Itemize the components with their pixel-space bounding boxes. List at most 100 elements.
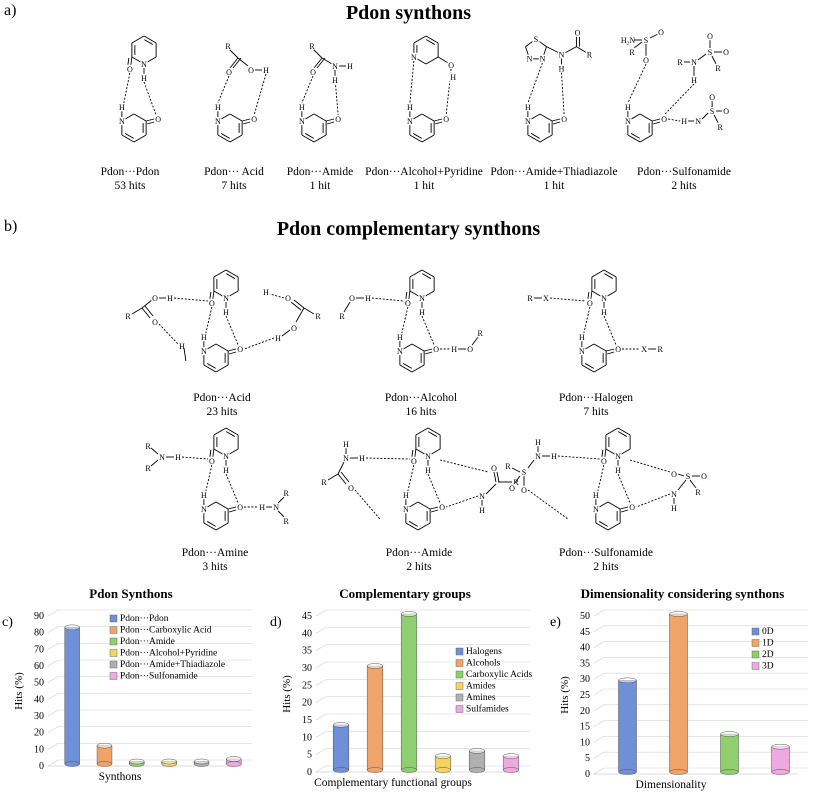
bond [143, 35, 157, 44]
bond [649, 33, 659, 39]
atom-bg [262, 65, 270, 75]
bond [603, 269, 617, 278]
atom-bg [118, 102, 126, 112]
hydrogen-bond [439, 459, 489, 473]
atom-label: H [259, 503, 265, 512]
atom-label: H [332, 76, 338, 85]
gridline-side [315, 713, 327, 721]
atom-bg [642, 35, 650, 45]
hydrogen-bond [334, 77, 339, 116]
atom-label: H [343, 440, 349, 449]
atom-label: O [152, 294, 158, 303]
legend-swatch [455, 670, 464, 679]
atom-bg [334, 114, 342, 124]
atom-bg [656, 344, 664, 354]
y-tick-label: 20 [34, 728, 44, 739]
atom-label: O [723, 48, 729, 57]
bond [281, 329, 291, 337]
atom-label: H [407, 103, 413, 112]
atom-label: N [407, 117, 413, 126]
atom-label: H [525, 103, 531, 112]
atom-label: O [671, 470, 677, 479]
atom-bg [347, 483, 355, 493]
atom-label: R [315, 312, 321, 321]
atom-bg [592, 490, 600, 500]
bond [630, 133, 640, 139]
atom-bg [222, 293, 230, 303]
atom-bg [406, 102, 414, 112]
bond [598, 521, 608, 527]
bar [434, 753, 452, 773]
bond [215, 522, 229, 531]
bond [133, 134, 147, 143]
hydrogen-bond [243, 337, 275, 350]
legend-label: 2D [762, 650, 774, 660]
legend-swatch [455, 659, 464, 667]
bond [212, 448, 215, 458]
gridline-side [315, 765, 327, 773]
atom-bg [490, 463, 498, 473]
atom-label: N [201, 505, 207, 514]
bond [417, 522, 431, 531]
bar [618, 677, 637, 775]
atom-bg [716, 122, 724, 132]
atom-bg [694, 487, 702, 497]
atom-bg [140, 59, 148, 69]
atom-bg [722, 106, 730, 116]
hydrogen-bond [269, 293, 285, 299]
hydrogen-bond [597, 464, 605, 492]
atom-label: H [263, 66, 269, 75]
atom-bg [314, 311, 322, 321]
hydrogen-bond [401, 306, 409, 334]
atom-bg [284, 293, 292, 303]
hydrogen-bond [583, 306, 591, 334]
atom-bg [573, 28, 582, 37]
atom-bg [684, 471, 692, 481]
bond [408, 521, 418, 527]
atom-bg [274, 333, 282, 343]
atom-bg [600, 293, 608, 303]
atom-label: N [223, 452, 229, 461]
atom-label: O [467, 345, 473, 354]
bond [229, 113, 243, 122]
gridline-side [315, 644, 327, 651]
gridline-side [315, 661, 327, 669]
hydrogen-bond [627, 63, 647, 104]
hydrogen-bond [617, 473, 631, 504]
atom-bg [578, 332, 586, 342]
bond [203, 522, 217, 531]
bond [576, 46, 587, 53]
y-tick-label: 50 [34, 678, 44, 689]
atom-bg [466, 344, 474, 354]
atom-bg [560, 114, 568, 124]
gridline-side [593, 641, 605, 648]
atom-bg [600, 456, 608, 466]
bond [590, 290, 593, 300]
hydrogen-bond [225, 315, 239, 346]
bond [183, 347, 187, 362]
legend-label: 3D [762, 662, 774, 672]
y-tick-label: 40 [34, 694, 44, 705]
bond [277, 510, 285, 518]
bond [711, 55, 717, 65]
atom-bg [174, 452, 182, 462]
atom-bg [524, 102, 532, 112]
atom-label: N [527, 55, 533, 64]
atom-bg [670, 469, 678, 479]
bond [209, 291, 212, 300]
y-tick-label: 20 [302, 698, 312, 709]
atom-label: O [237, 503, 243, 512]
atom-bg [478, 505, 486, 515]
bond [141, 299, 153, 309]
atom-label: N [601, 294, 607, 303]
bond [424, 348, 433, 352]
atom-label: H [551, 452, 557, 461]
atom-bg [124, 311, 132, 321]
atom-bg [706, 47, 714, 57]
bond [604, 273, 614, 279]
